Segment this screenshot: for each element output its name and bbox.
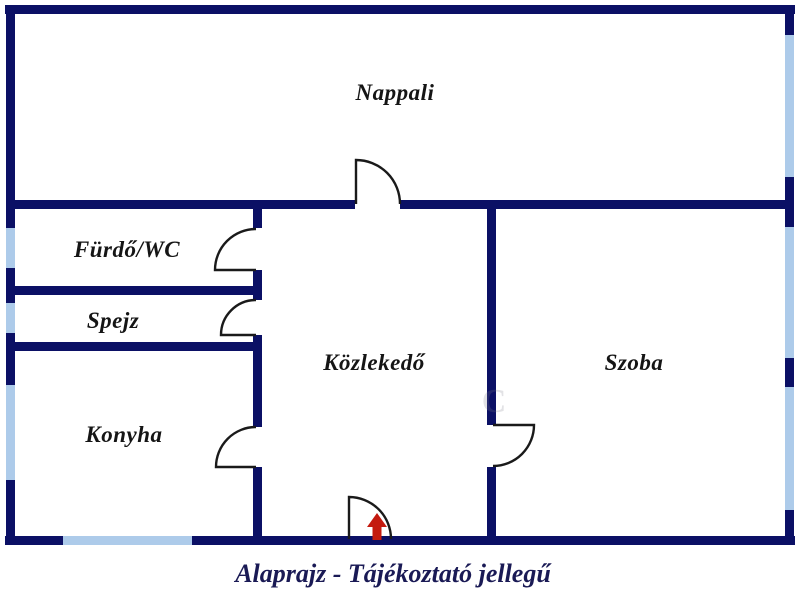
door-arc-konyha — [214, 425, 257, 469]
wall-hallway-left-seg4 — [253, 467, 262, 536]
wall-szoba-left-seg2 — [487, 467, 496, 536]
wall-furdo-bottom — [6, 286, 262, 295]
door-arc-entrance — [347, 495, 393, 540]
room-label-nappali: Nappali — [355, 80, 435, 105]
wall-top — [5, 5, 795, 14]
room-label-spejz: Spejz — [86, 308, 140, 333]
window-furdo-left — [6, 228, 15, 268]
wall-hallway-left-seg2 — [253, 270, 262, 300]
window-konyha-bottom — [63, 536, 192, 545]
wall-bottom — [5, 536, 795, 545]
entrance-arrow-icon — [367, 513, 387, 540]
watermark: C — [481, 383, 507, 420]
window-szoba-right-upper — [785, 227, 794, 358]
door-arc-spejz — [219, 298, 257, 337]
room-label-furdo-wc: Fürdő/WC — [73, 237, 181, 262]
wall-hallway-left-seg3 — [253, 335, 262, 427]
door-arc-szoba — [492, 423, 536, 468]
door-arc-furdo — [213, 227, 257, 272]
wall-spejz-bottom — [6, 342, 262, 351]
room-label-szoba: Szoba — [604, 350, 664, 375]
wall-nappali-bottom-left — [6, 200, 355, 209]
room-label-kozlekedo: Közlekedő — [323, 350, 425, 375]
window-szoba-right-lower — [785, 387, 794, 510]
window-nappali-right — [785, 35, 794, 177]
wall-hallway-left-seg1 — [253, 200, 262, 228]
room-label-konyha: Konyha — [85, 422, 163, 447]
wall-left — [6, 5, 15, 545]
wall-szoba-left-seg1 — [487, 200, 496, 425]
plan-caption: Alaprajz - Tájékoztató jellegű — [235, 559, 551, 588]
window-spejz-left — [6, 303, 15, 333]
door-arc-nappali — [354, 158, 402, 205]
wall-nappali-bottom-right — [400, 200, 794, 209]
window-konyha-left — [6, 385, 15, 480]
